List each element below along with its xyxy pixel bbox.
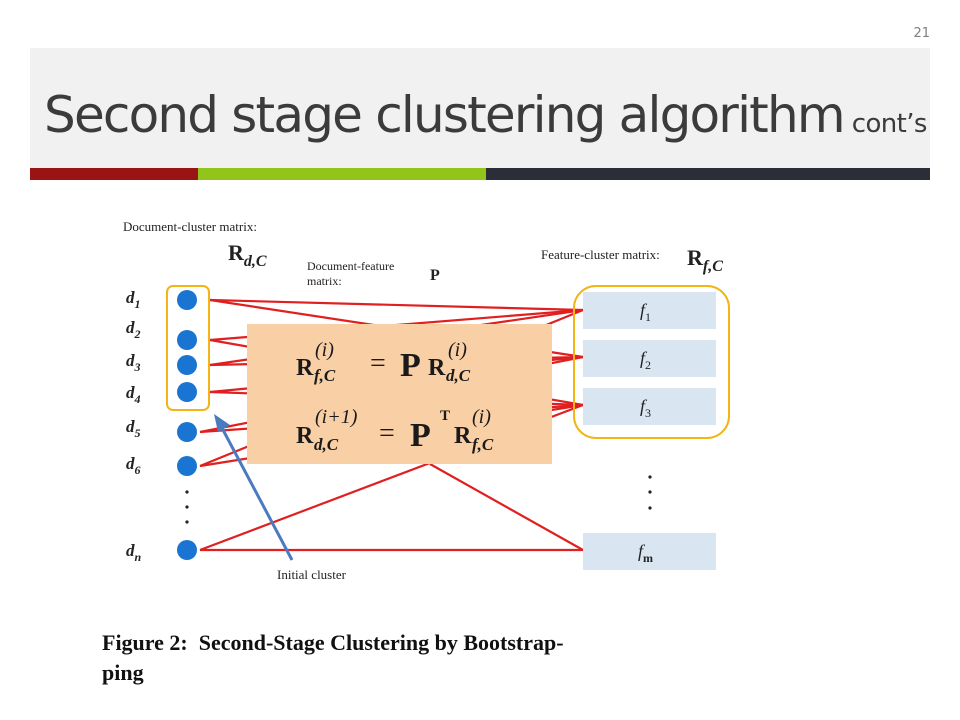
ellipsis-dot bbox=[185, 505, 189, 509]
doc-label-2: d2 bbox=[126, 318, 141, 341]
eq2-sub2: f,C bbox=[472, 435, 494, 454]
eq2-R2: R bbox=[454, 423, 472, 449]
doc-label-5: d5 bbox=[126, 417, 141, 440]
initial-cluster-outline bbox=[166, 285, 210, 411]
doc-node-n bbox=[177, 540, 197, 560]
feature-box-m bbox=[583, 533, 716, 570]
initial-cluster-arrow bbox=[220, 427, 294, 561]
slide-number: 21 bbox=[913, 26, 930, 41]
eq1-P: P bbox=[400, 347, 421, 384]
doc-feature-symbol: P bbox=[430, 267, 440, 284]
doc-node-5 bbox=[177, 422, 197, 442]
equation-box bbox=[247, 324, 552, 464]
doc-node-2 bbox=[177, 330, 197, 350]
eq1-R2: R bbox=[428, 355, 446, 381]
eq2-sup2: (i) bbox=[472, 406, 491, 428]
eq1-sup2: (i) bbox=[448, 339, 467, 361]
doc-label-n: dn bbox=[126, 541, 142, 564]
doc-node-4 bbox=[177, 382, 197, 402]
accent-bar-green bbox=[198, 168, 486, 180]
ellipsis-dot bbox=[185, 490, 189, 494]
feature-ellipsis bbox=[648, 475, 652, 510]
title-band bbox=[30, 48, 930, 168]
equation-2: R (i+1) d,C = P T R (i) f,C bbox=[296, 406, 494, 454]
eq1-sup: (i) bbox=[315, 339, 334, 361]
doc-cluster-symbol: Rd,C bbox=[228, 240, 267, 270]
doc-feature-label-2: matrix: bbox=[307, 274, 342, 288]
eq2-P: P bbox=[410, 417, 431, 454]
caption-line-1: Figure 2: Second-Stage Clustering by Boo… bbox=[102, 630, 564, 655]
feature-label-1: f1 bbox=[640, 300, 651, 324]
doc-nodes bbox=[177, 290, 197, 560]
initial-cluster-label: Initial cluster bbox=[277, 567, 347, 582]
arrow-head-icon bbox=[214, 414, 230, 432]
feature-label-m: fm bbox=[638, 541, 653, 565]
eq2-R: R bbox=[296, 423, 314, 449]
accent-bar-dark bbox=[486, 168, 930, 180]
equation-1: R (i) f,C = P R (i) d,C bbox=[296, 339, 471, 385]
feature-box-3 bbox=[583, 388, 716, 425]
feature-label-2: f2 bbox=[640, 348, 651, 372]
doc-cluster-label: Document-cluster matrix: bbox=[123, 219, 257, 234]
eq1-equals: = bbox=[370, 348, 386, 379]
eq1-R: R bbox=[296, 355, 314, 381]
eq2-sup: (i+1) bbox=[315, 406, 358, 428]
doc-label-6: d6 bbox=[126, 454, 141, 477]
caption-line-2: ping bbox=[102, 660, 144, 685]
slide-title-main: Second stage clustering algorithm bbox=[44, 86, 846, 144]
eq2-equals: = bbox=[379, 418, 395, 449]
ellipsis-dot bbox=[185, 520, 189, 524]
doc-label-3: d3 bbox=[126, 351, 141, 374]
doc-label-1: d1 bbox=[126, 288, 141, 311]
doc-node-1 bbox=[177, 290, 197, 310]
feature-box-1 bbox=[583, 292, 716, 329]
ellipsis-dot bbox=[648, 506, 652, 510]
eq1-sub2: d,C bbox=[446, 366, 471, 385]
eq1-sub: f,C bbox=[314, 366, 336, 385]
doc-node-3 bbox=[177, 355, 197, 375]
accent-bar-red bbox=[30, 168, 198, 180]
feature-box-2 bbox=[583, 340, 716, 377]
doc-label-4: d4 bbox=[126, 383, 141, 406]
feature-boxes bbox=[583, 292, 716, 570]
feature-cluster-symbol: Rf,C bbox=[687, 245, 723, 275]
eq2-sub: d,C bbox=[314, 435, 339, 454]
eq2-T: T bbox=[440, 408, 450, 424]
feature-label-3: f3 bbox=[640, 396, 651, 420]
doc-ellipsis bbox=[185, 490, 189, 524]
doc-node-6 bbox=[177, 456, 197, 476]
slide-title-suffix: cont’s bbox=[851, 109, 928, 139]
ellipsis-dot bbox=[648, 490, 652, 494]
ellipsis-dot bbox=[648, 475, 652, 479]
edge bbox=[209, 298, 584, 312]
edge bbox=[429, 463, 584, 551]
feature-cluster-label: Feature-cluster matrix: bbox=[541, 247, 660, 262]
feature-cluster-outline bbox=[573, 285, 730, 439]
doc-feature-label-1: Document-feature bbox=[307, 259, 394, 273]
